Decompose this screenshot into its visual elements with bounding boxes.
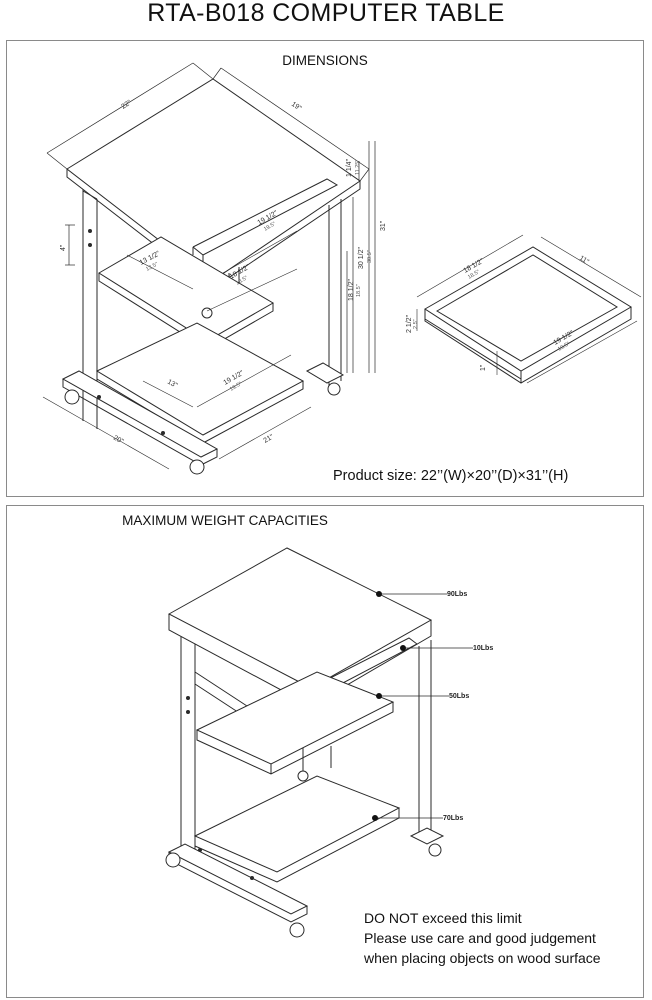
label-keyboard-width-sub: 13.5" bbox=[145, 262, 159, 273]
notice-line-1: DO NOT exceed this limit bbox=[364, 910, 522, 926]
label-drawer-inner-sub: 19.5" bbox=[263, 221, 277, 233]
page-title: RTA-B018 COMPUTER TABLE bbox=[147, 0, 505, 27]
capacity-dots bbox=[372, 591, 406, 821]
base-rails-drawing bbox=[61, 362, 345, 466]
capacity-keyboard-shelf-label: 50Lbs bbox=[449, 693, 469, 700]
capacity-leaders bbox=[375, 593, 473, 819]
weight-capacity-panel: MAXIMUM WEIGHT CAPACITIES bbox=[6, 505, 644, 998]
height-dimension-lines bbox=[65, 141, 376, 373]
weight-bottom-shelf-drawing bbox=[193, 775, 401, 883]
label-gap: 4" bbox=[60, 244, 67, 251]
dimensions-panel: DIMENSIONS bbox=[6, 40, 644, 497]
right-leg-drawing bbox=[328, 199, 342, 387]
capacity-bottom-shelf-label: 70Lbs bbox=[443, 815, 463, 822]
wheels-drawing bbox=[64, 307, 341, 475]
capacity-tray-label: 10Lbs bbox=[473, 645, 493, 652]
label-bottom-shelf-sub: 19.5" bbox=[229, 381, 243, 393]
weight-drawing: 90Lbs 10Lbs 50Lbs 70Lbs bbox=[165, 547, 493, 938]
weight-heading: MAXIMUM WEIGHT CAPACITIES bbox=[122, 513, 328, 528]
label-top-thickness-sub: 11.25" bbox=[355, 160, 361, 175]
weight-right-leg-drawing bbox=[418, 640, 432, 838]
notice-line-2: Please use care and good judgement bbox=[364, 930, 596, 946]
weight-keyboard-shelf-drawing bbox=[195, 671, 395, 775]
label-keyboard-depth-sub: 18.5" bbox=[235, 275, 249, 287]
dimensions-heading: DIMENSIONS bbox=[282, 53, 368, 68]
weight-notice: DO NOT exceed this limit Please use care… bbox=[364, 908, 601, 968]
drawer-tray-drawing bbox=[424, 246, 632, 384]
label-top-depth: 19" bbox=[290, 101, 303, 113]
label-tray-small: 1" bbox=[480, 364, 487, 371]
bolts-drawing bbox=[88, 229, 165, 435]
label-tray-width-sub: 19.5" bbox=[557, 341, 571, 353]
label-tray-depth: 11" bbox=[578, 255, 590, 266]
label-height-shelf: 18 1/2" bbox=[348, 279, 355, 301]
capacity-top-label: 90Lbs bbox=[447, 591, 467, 598]
label-top-width: 22" bbox=[120, 99, 133, 111]
label-top-thickness: 1 1/4" bbox=[346, 158, 353, 177]
shelf-dimension-lines bbox=[42, 230, 312, 470]
weight-wheels-drawing bbox=[165, 770, 442, 938]
label-base-depth: 20" bbox=[112, 435, 125, 446]
label-tray-height-sub: 2.5" bbox=[413, 319, 419, 329]
dimensions-drawing: 22" 19" 31" 30 1/2" 30.5" 18 1/2" 18.5" … bbox=[42, 62, 642, 475]
weight-left-leg-drawing bbox=[180, 636, 196, 854]
bottom-shelf-drawing bbox=[95, 322, 305, 444]
tray-dimension-lines bbox=[416, 234, 642, 384]
product-size-text: Product size: 22’’(W)×20’’(D)×31’’(H) bbox=[333, 468, 569, 484]
label-tray-height: 2 1/2" bbox=[406, 314, 413, 333]
weight-bolts-drawing bbox=[186, 696, 254, 880]
label-height-top: 30 1/2" bbox=[358, 247, 365, 269]
capacity-labels: 90Lbs 10Lbs 50Lbs 70Lbs bbox=[443, 591, 493, 822]
label-height-top-sub: 30.5" bbox=[367, 250, 373, 263]
label-height-shelf-sub: 18.5" bbox=[356, 284, 362, 297]
label-tray-length-sub: 18.5" bbox=[467, 269, 481, 281]
top-dimension-lines bbox=[46, 62, 370, 182]
label-bottom-depth: 13" bbox=[166, 379, 179, 390]
label-height-total: 31" bbox=[380, 220, 387, 231]
notice-line-3: when placing objects on wood surface bbox=[364, 950, 601, 966]
label-base-width: 21" bbox=[263, 433, 276, 444]
